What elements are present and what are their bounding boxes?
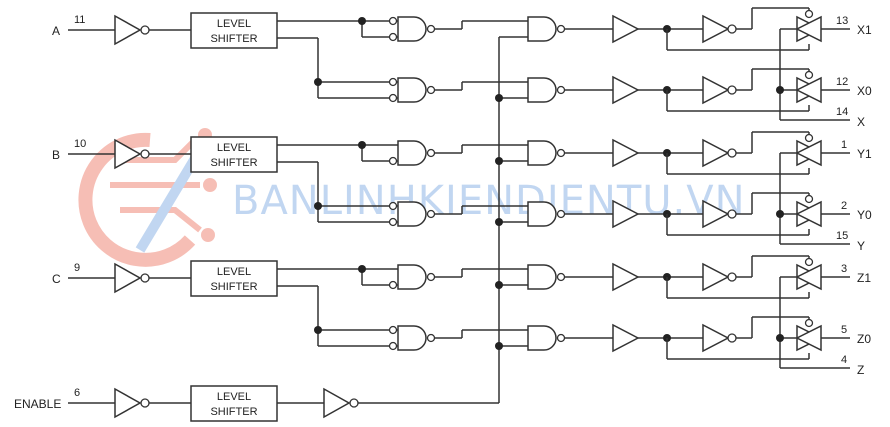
level-shifter (190, 260, 278, 297)
nand-gate (527, 201, 557, 227)
transmission-gate (795, 194, 823, 228)
transmission-gate (795, 133, 823, 167)
output-label-y0: Y0 (857, 208, 872, 222)
output-label-y: Y (857, 239, 865, 253)
buffer (612, 75, 640, 105)
nand-stage-2 (527, 16, 566, 351)
nand-gate (397, 140, 427, 166)
svg-text:SHIFTER: SHIFTER (210, 33, 257, 45)
output-pin-z1: 3 (841, 263, 847, 275)
level-shifter (190, 136, 278, 173)
output-label-z0: Z0 (857, 332, 871, 346)
input-stage-enable: LEVEL SHIFTER (68, 37, 500, 422)
transmission-gate (795, 318, 823, 352)
nand-gate (397, 264, 427, 290)
nand-gate (527, 16, 557, 42)
nand-gate (527, 264, 557, 290)
output-label-x1: X1 (857, 23, 872, 37)
transmission-gate (795, 9, 823, 43)
input-label-a: A (52, 24, 60, 38)
buffer (612, 262, 640, 292)
input-stage-b: LEVEL SHIFTER (68, 136, 278, 173)
input-label-enable: ENABLE (14, 397, 61, 411)
inverter (702, 138, 730, 168)
output-pin-x1: 13 (836, 15, 848, 27)
nand-gate (397, 201, 427, 227)
inverter (702, 14, 730, 44)
output-label-y1: Y1 (857, 147, 872, 161)
output-pin-z: 4 (841, 354, 847, 366)
input-pin-enable: 6 (74, 387, 80, 399)
inverter (114, 262, 142, 294)
output-label-x: X (857, 115, 865, 129)
inverter (114, 387, 142, 419)
svg-text:SHIFTER: SHIFTER (210, 406, 257, 418)
nand-gate (397, 325, 427, 351)
buffer (612, 14, 640, 44)
output-pin-y1: 1 (841, 139, 847, 151)
inverter (114, 138, 142, 170)
output-pin-y0: 2 (841, 200, 847, 212)
inverter (702, 199, 730, 229)
shifter-wiring (277, 17, 398, 347)
input-label-b: B (52, 148, 60, 162)
input-stage-c: LEVEL SHIFTER (68, 260, 278, 297)
input-label-c: C (52, 272, 61, 286)
svg-text:LEVEL: LEVEL (217, 391, 251, 403)
nand-gate (527, 77, 557, 103)
nand-stage-1 (388, 16, 436, 351)
svg-text:LEVEL: LEVEL (217, 18, 251, 30)
inverter (702, 323, 730, 353)
svg-text:LEVEL: LEVEL (217, 142, 251, 154)
svg-text:LEVEL: LEVEL (217, 266, 251, 278)
output-label-z1: Z1 (857, 271, 871, 285)
nand-gate (527, 325, 557, 351)
nand-gate (397, 16, 427, 42)
input-pin-c: 9 (74, 262, 80, 274)
inverter (702, 75, 730, 105)
svg-text:SHIFTER: SHIFTER (210, 281, 257, 293)
level-shifter (190, 12, 278, 49)
output-pin-y: 15 (836, 230, 848, 242)
nand-gate (397, 77, 427, 103)
stage2-wiring (435, 20, 528, 350)
output-label-x0: X0 (857, 84, 872, 98)
input-stage-a: LEVEL SHIFTER (68, 12, 278, 49)
output-pin-z0: 5 (841, 324, 847, 336)
buffer (612, 138, 640, 168)
nand-gate (527, 140, 557, 166)
inverter (323, 387, 351, 419)
inverter (114, 14, 142, 46)
transmission-gate (795, 257, 823, 291)
output-pin-x: 14 (836, 106, 848, 118)
svg-text:SHIFTER: SHIFTER (210, 157, 257, 169)
transmission-gate (795, 70, 823, 104)
buffer (612, 323, 640, 353)
input-pin-b: 10 (74, 138, 86, 150)
buffer (612, 199, 640, 229)
output-label-z: Z (857, 363, 864, 377)
inverter (702, 262, 730, 292)
input-pin-a: 11 (74, 14, 85, 26)
output-channels (565, 7, 850, 369)
output-pin-x0: 12 (836, 76, 848, 88)
